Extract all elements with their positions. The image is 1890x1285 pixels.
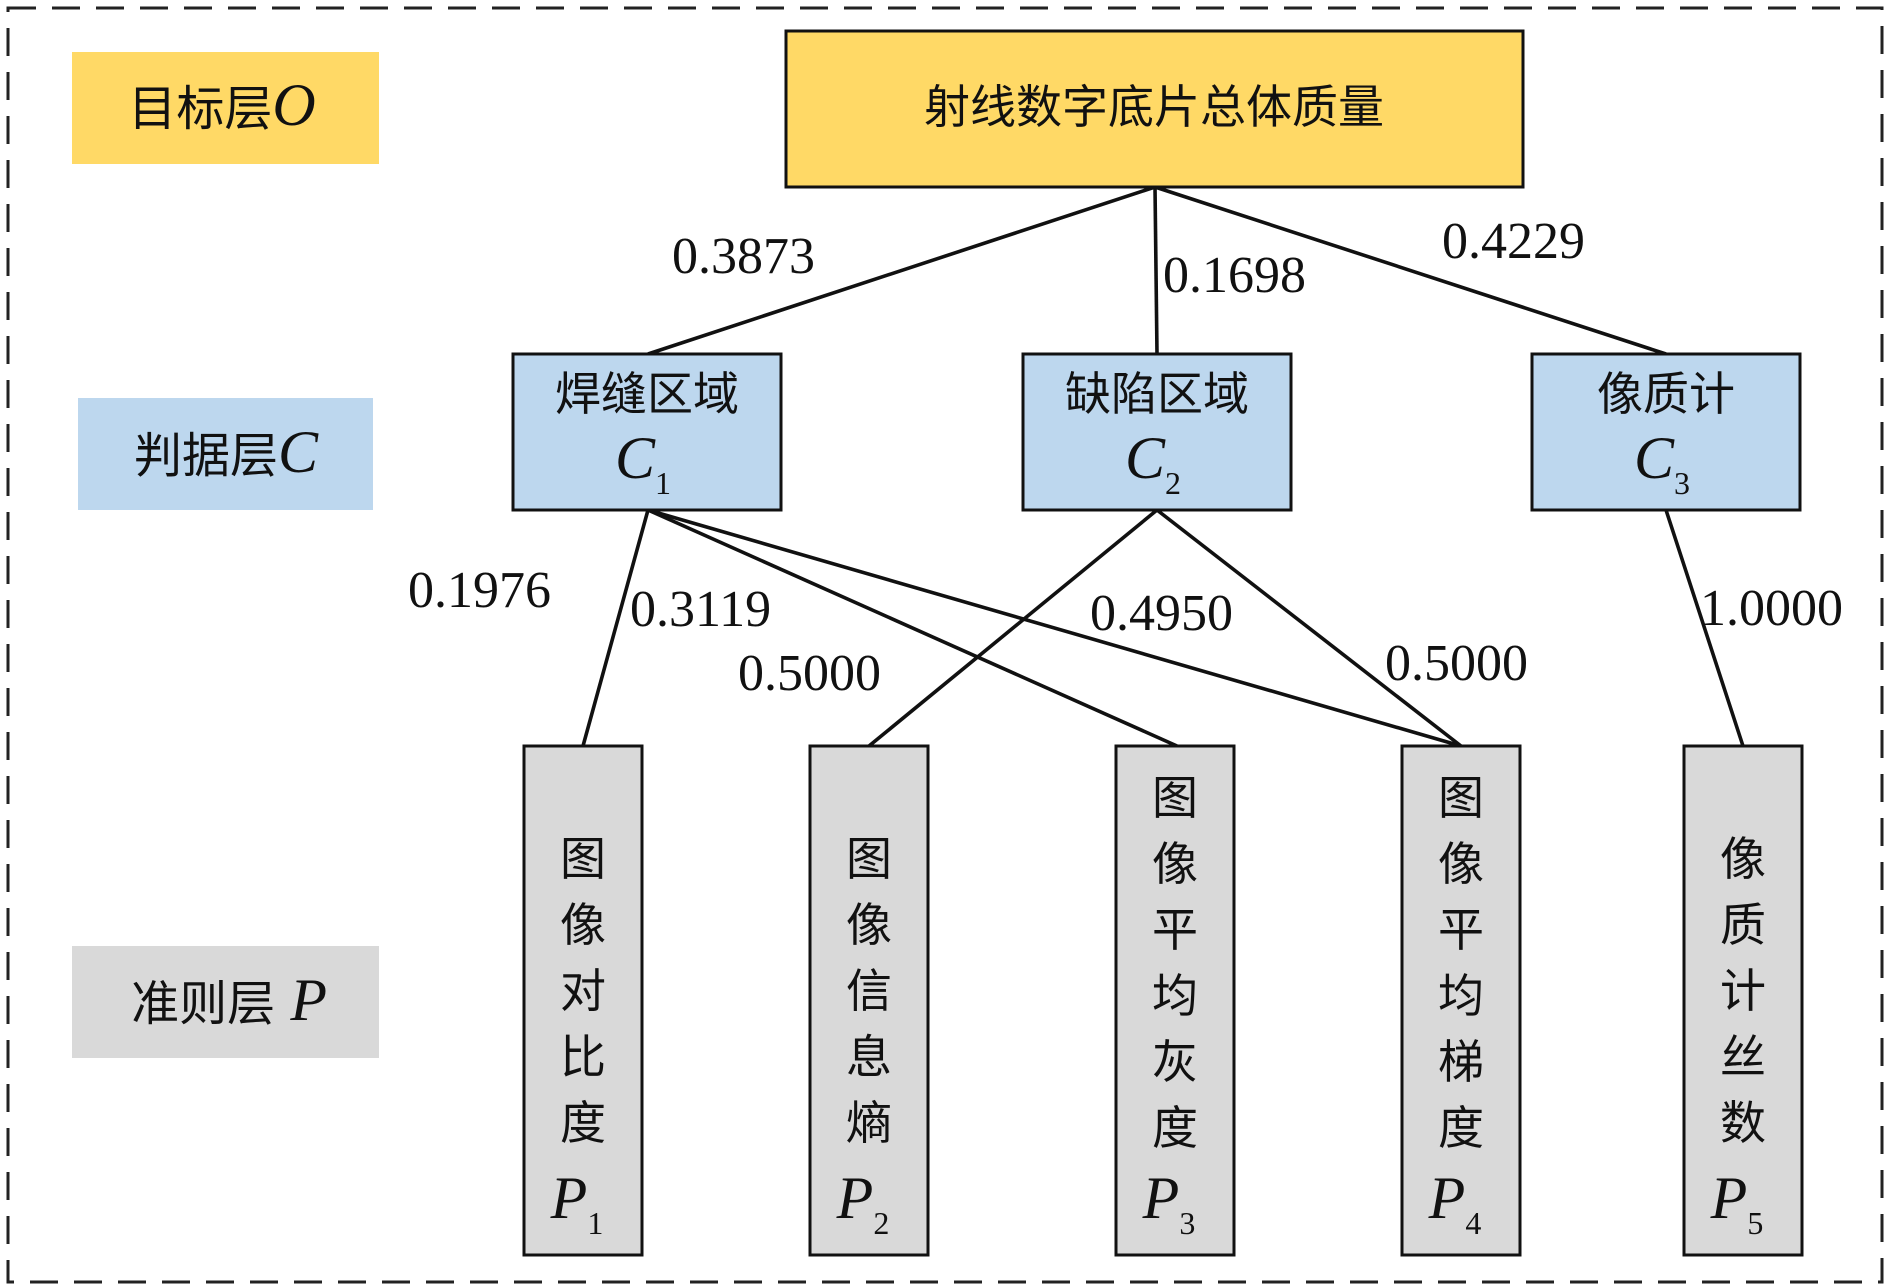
indicator-node-p2-symbol: P2 <box>836 1165 890 1241</box>
edges <box>581 185 1745 748</box>
indicator-node-p3-box <box>1114 744 1236 1257</box>
indicator-node-p3-symbol: P3 <box>1142 1165 1196 1241</box>
weight-o-c3: 0.4229 <box>1442 213 1585 270</box>
edge-o-c1 <box>647 185 1156 356</box>
criteria-node-c2-symbol: C <box>1125 425 1166 491</box>
weight-c1-p4: 0.4950 <box>1090 585 1233 642</box>
criteria-node-c1-symbol: C <box>615 425 656 491</box>
indicator-node-p1: 图像对比度 P1 <box>522 744 644 1257</box>
weight-c1-p1: 0.1976 <box>408 562 551 619</box>
goal-node-label: 射线数字底片总体质量 <box>924 80 1384 134</box>
diagram-frame <box>6 6 1884 1284</box>
weight-c1-p3: 0.3119 <box>630 581 771 638</box>
edge-c2-p2 <box>867 508 1159 748</box>
layer-label-goal: 目标层O <box>72 52 379 164</box>
edge-c2-p4 <box>1155 508 1463 748</box>
indicator-node-p1-label: 图像对比度 <box>560 832 606 1150</box>
criteria-node-c2-sub: 2 <box>1165 465 1181 501</box>
edge-o-c3 <box>1154 185 1667 356</box>
layer-label-criteria-symbol: C <box>278 419 319 485</box>
indicator-node-p3-label: 图像平均灰度 <box>1152 771 1198 1155</box>
indicator-node-p3: 图像平均灰度 P3 <box>1114 744 1236 1257</box>
layer-label-goal-text: 目标层 <box>128 81 272 137</box>
indicator-node-p1-box <box>522 744 644 1257</box>
edge-c3-p5 <box>1664 509 1745 747</box>
indicator-node-p5-label: 像质计丝数 <box>1720 832 1766 1150</box>
indicator-node-p5-box <box>1682 744 1804 1257</box>
weight-o-c1: 0.3873 <box>672 228 815 285</box>
svg-text:C2: C2 <box>1125 425 1181 501</box>
criteria-node-c1-box <box>511 352 783 512</box>
edge-c1-p4 <box>647 508 1462 748</box>
weight-c2-p4: 0.5000 <box>1385 635 1528 692</box>
indicator-node-p4: 图像平均梯度 P4 <box>1400 744 1522 1257</box>
indicator-node-p4-label: 图像平均梯度 <box>1438 771 1484 1155</box>
goal-node-box <box>784 29 1525 189</box>
edge-c1-p1 <box>581 509 650 747</box>
criteria-node-c1-label: 焊缝区域 <box>555 367 739 421</box>
layer-label-indicator: 准则层 P <box>72 946 379 1058</box>
layer-label-criteria-text: 判据层 <box>134 428 278 484</box>
indicator-node-p2-box <box>808 744 930 1257</box>
criteria-node-c1-sub: 1 <box>655 465 671 501</box>
indicator-node-p1-symbol: P1 <box>550 1165 604 1241</box>
edge-c1-p3 <box>647 508 1178 748</box>
layer-label-indicator-symbol: P <box>289 967 327 1033</box>
criteria-node-c2: 缺陷区域 C2 <box>1021 352 1293 512</box>
layer-label-goal-symbol: O <box>272 72 315 138</box>
layer-label-goal-bg <box>72 52 379 164</box>
weight-o-c2: 0.1698 <box>1163 247 1306 304</box>
indicator-node-p2-label: 图像信息熵 <box>846 832 892 1150</box>
svg-text:C1: C1 <box>615 425 671 501</box>
criteria-node-c2-box <box>1021 352 1293 512</box>
svg-text:目标层O: 目标层O <box>128 72 315 138</box>
criteria-node-c3-box <box>1530 352 1802 512</box>
indicator-node-p4-box <box>1400 744 1522 1257</box>
svg-text:准则层 P: 准则层 P <box>96 967 353 1033</box>
criteria-node-c3: 像质计 C3 <box>1530 352 1802 512</box>
goal-node: 射线数字底片总体质量 <box>784 29 1525 189</box>
criteria-node-c3-symbol: C <box>1634 425 1675 491</box>
indicator-node-p2: 图像信息熵 P2 <box>808 744 930 1257</box>
svg-text:C3: C3 <box>1634 425 1690 501</box>
layer-label-indicator-text: 准则层 <box>131 976 290 1032</box>
layer-label-criteria: 判据层C <box>78 398 373 510</box>
indicator-node-p5-symbol: P5 <box>1710 1165 1764 1241</box>
indicator-node-p4-symbol: P4 <box>1428 1165 1482 1241</box>
weight-c3-p5: 1.0000 <box>1700 580 1843 637</box>
svg-text:判据层C: 判据层C <box>134 419 319 485</box>
criteria-node-c2-label: 缺陷区域 <box>1065 367 1249 421</box>
indicator-node-p5: 像质计丝数 P5 <box>1682 744 1804 1257</box>
layer-label-indicator-bg <box>72 946 379 1058</box>
criteria-node-c1: 焊缝区域 C1 <box>511 352 783 512</box>
edge-weights: 0.3873 0.1698 0.4229 0.1976 0.3119 0.495… <box>408 213 1843 702</box>
layer-label-criteria-bg <box>78 398 373 510</box>
weight-c2-p2: 0.5000 <box>738 645 881 702</box>
edge-o-c2 <box>1153 186 1159 355</box>
criteria-node-c3-sub: 3 <box>1674 465 1690 501</box>
criteria-node-c3-label: 像质计 <box>1597 367 1735 421</box>
indicator-nodes: 图像对比度 P1 图像信息熵 P2 图像平均灰度 P3 图像平均梯度 P4 像质计丝数 P5 <box>522 744 1804 1257</box>
